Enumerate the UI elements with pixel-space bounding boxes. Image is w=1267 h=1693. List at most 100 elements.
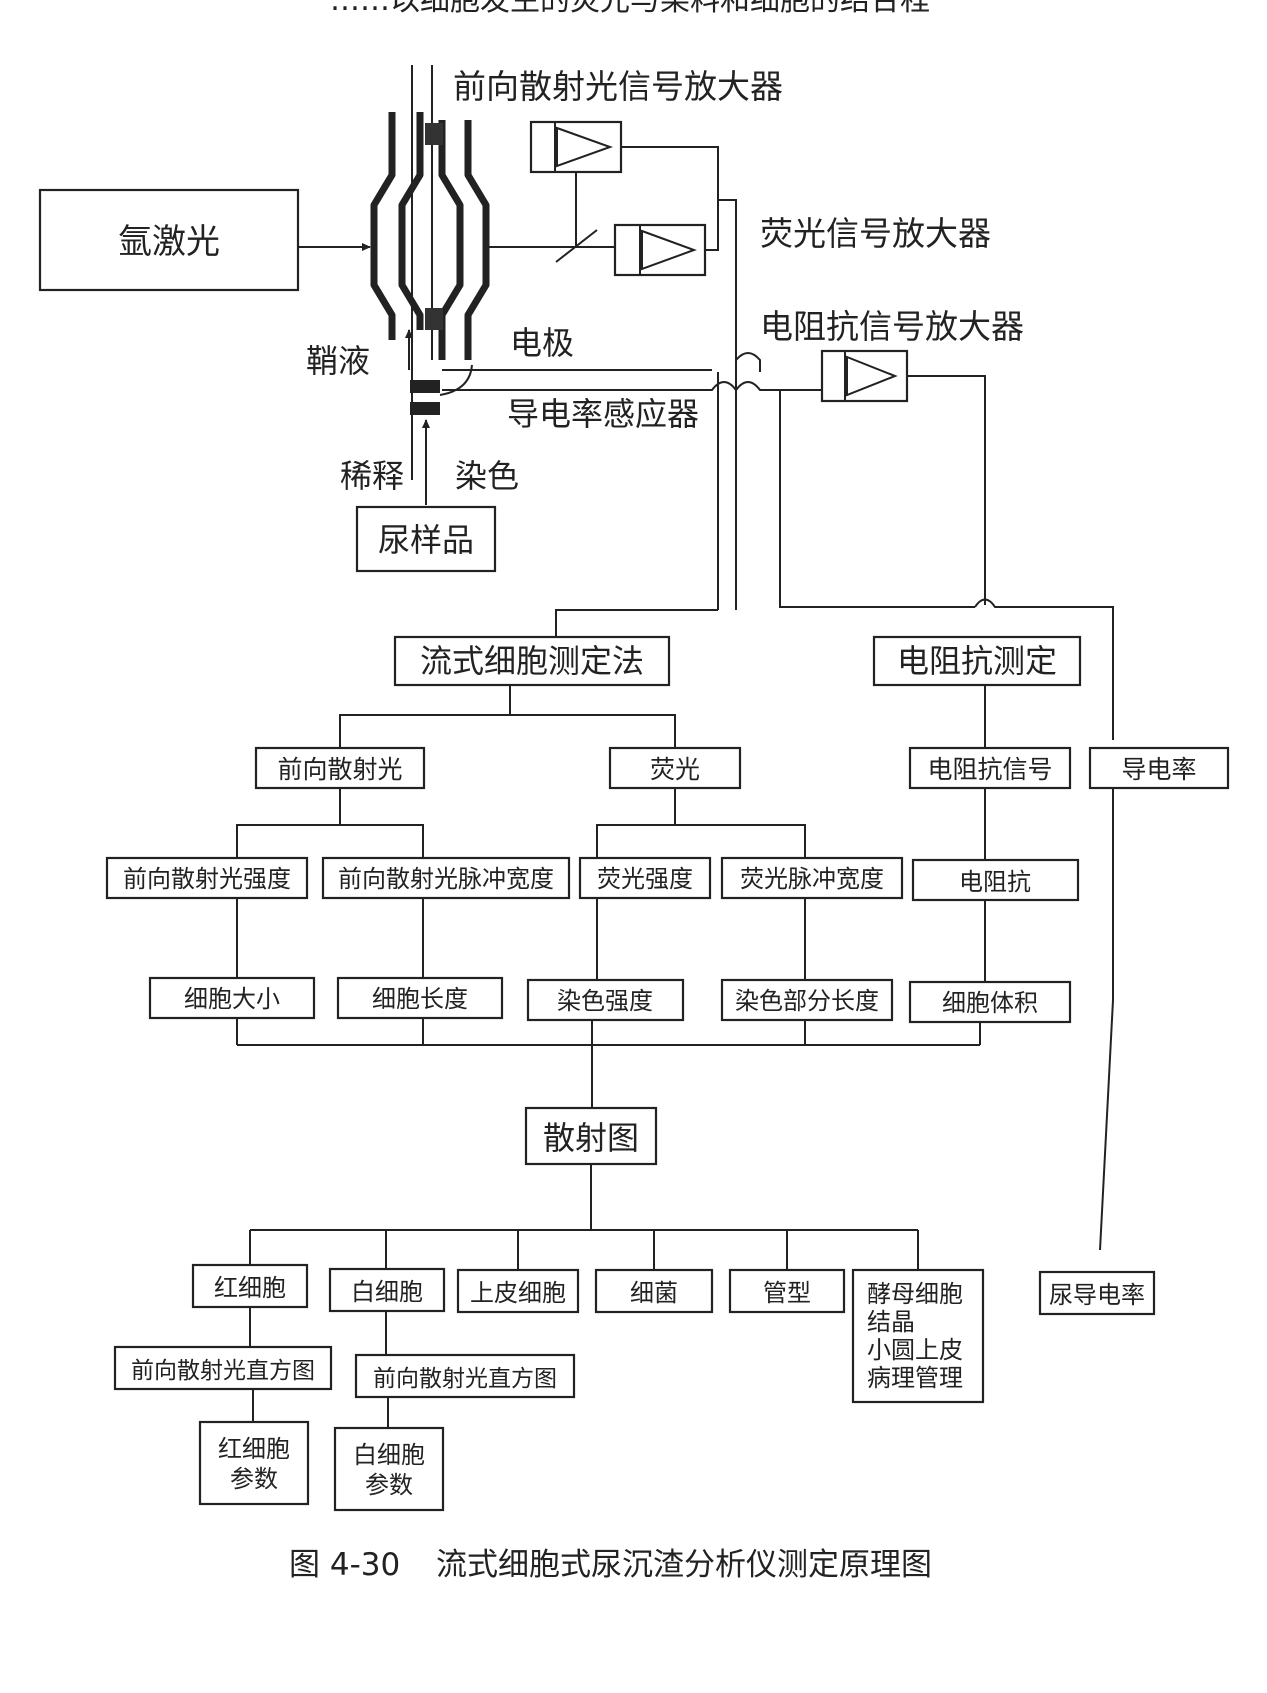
- fl-amplifier-label: 荧光信号放大器: [760, 214, 991, 253]
- urine-conductivity-node: [1038, 1270, 1156, 1316]
- sheath-label: 鞘液: [306, 342, 370, 380]
- electrode-wire: [442, 381, 822, 392]
- conn: [236, 824, 424, 860]
- imp-amplifier: [820, 349, 909, 403]
- flow-cell-inner-left: [398, 112, 424, 330]
- fsc-amplifier-triangle-icon: [556, 126, 613, 168]
- bacteria-label: 细菌: [630, 1279, 678, 1307]
- stain-length-label: 染色部分长度: [735, 987, 879, 1015]
- dilution-label: 稀释: [340, 457, 404, 495]
- header-fragment: ……以细胞发生的荧光与染料和细胞的结合程: [330, 0, 930, 18]
- epithelial-node: [456, 1268, 580, 1314]
- flow-cytometry-label: 流式细胞测定法: [420, 642, 644, 680]
- sample-box: [355, 505, 497, 573]
- conductivity-node: [1088, 746, 1230, 790]
- laser-label: 氩激光: [118, 222, 220, 262]
- cell-volume-label: 细胞体积: [942, 989, 1038, 1017]
- conductivity-wire-b: [974, 598, 1114, 740]
- impedance-measure-label: 电阻抗测定: [897, 642, 1057, 680]
- wbc-node: [328, 1267, 446, 1313]
- flow-cell-inner-right: [438, 120, 464, 360]
- casts-node: [728, 1268, 846, 1314]
- apparatus: 氩激光 尿样品 鞘液 电极 导电率感应器 稀释 染色 前向散射光信号放大器 荧光…: [38, 65, 1114, 740]
- conn: [596, 824, 806, 860]
- rbc-histogram-label: 前向散射光直方图: [131, 1358, 315, 1384]
- sensor-curve: [439, 364, 473, 396]
- fsc-width-label: 前向散射光脉冲宽度: [338, 865, 554, 893]
- conductivity-drop: [1099, 788, 1114, 1251]
- rbc-params-line-1: 红细胞: [218, 1435, 290, 1463]
- fl-intensity-node: [578, 856, 712, 900]
- stain-intensity-node: [526, 978, 685, 1022]
- rbc-histogram-node: [113, 1345, 333, 1391]
- conductivity-sensor-bottom: [410, 402, 440, 415]
- rbc-label: 红细胞: [214, 1274, 286, 1302]
- fsc-label: 前向散射光: [277, 755, 402, 784]
- wbc-label: 白细胞: [351, 1278, 423, 1306]
- rbc-params-node: [198, 1420, 310, 1506]
- stain-length-node: [720, 978, 894, 1022]
- fl-amplifier-triangle-icon: [641, 229, 697, 271]
- conductivity-wire-a: [779, 390, 975, 608]
- wire-hop-1: [735, 352, 761, 372]
- fcm-connector: [555, 609, 718, 645]
- wbc-params-node: [333, 1426, 445, 1512]
- urine-conductivity-label: 尿导电率: [1049, 1281, 1145, 1309]
- impedance-node: [911, 858, 1080, 902]
- electrode-label: 电极: [510, 324, 574, 362]
- impedance-label: 电阻抗: [959, 868, 1031, 896]
- others-node: [851, 1268, 985, 1404]
- staining-label: 染色: [455, 457, 519, 495]
- imp-signal-node: [908, 746, 1072, 790]
- wbc-params-line-2: 参数: [365, 1471, 413, 1499]
- scattergram-label: 散射图: [543, 1119, 639, 1157]
- bacteria-node: [594, 1268, 714, 1314]
- fsc-width-node: [321, 856, 571, 900]
- cell-size-label: 细胞大小: [184, 985, 280, 1013]
- fsc-intensity-label: 前向散射光强度: [123, 865, 291, 893]
- conductivity-sensor-label: 导电率感应器: [507, 395, 699, 433]
- impedance-measure-node: [872, 635, 1082, 687]
- others-line-1: 酵母细胞: [867, 1280, 963, 1308]
- wbc-histogram-label: 前向散射光直方图: [373, 1366, 557, 1392]
- flow-cytometry-node: [393, 635, 671, 687]
- others-line-4: 病理管理: [867, 1364, 963, 1392]
- flow-cell-outer-right: [464, 120, 490, 360]
- conductivity-sensor-top: [410, 380, 440, 393]
- stain-intensity-label: 染色强度: [557, 987, 653, 1015]
- imp-amplifier-triangle-icon: [846, 355, 898, 397]
- fl-width-label: 荧光脉冲宽度: [740, 865, 884, 893]
- conn: [339, 714, 676, 750]
- flowchart: 流式细胞测定法 电阻抗测定 前向散射光 荧光 电阻抗信号 导电率 前向散射光强度…: [105, 635, 1230, 1512]
- figure-number: 图 4-30: [289, 1547, 400, 1583]
- fl-amplifier: [613, 223, 707, 277]
- flow-cell-outer-left: [370, 112, 396, 340]
- electrode-bottom: [425, 308, 443, 330]
- imp-amplifier-label: 电阻抗信号放大器: [760, 307, 1024, 346]
- fsc-intensity-node: [105, 856, 309, 900]
- cell-size-node: [148, 976, 316, 1020]
- imp-signal-label: 电阻抗信号: [927, 755, 1052, 784]
- figure-title: 流式细胞式尿沉渣分析仪测定原理图: [436, 1547, 932, 1583]
- electrode-top: [425, 123, 443, 145]
- wbc-histogram-node: [354, 1353, 576, 1399]
- rbc-params-line-2: 参数: [230, 1465, 278, 1493]
- others-line-3: 小圆上皮: [867, 1336, 963, 1364]
- fsc-output-wire: [621, 146, 719, 200]
- casts-label: 管型: [763, 1279, 811, 1307]
- imp-output-wire: [907, 375, 986, 605]
- conductivity-label: 导电率: [1121, 755, 1196, 784]
- fl-node: [608, 746, 742, 790]
- cell-volume-node: [908, 980, 1072, 1024]
- fl-label: 荧光: [650, 755, 700, 784]
- cell-length-node: [336, 976, 504, 1020]
- others-line-2: 结晶: [867, 1308, 915, 1336]
- fsc-amplifier-label: 前向散射光信号放大器: [453, 67, 783, 106]
- fl-output-wire: [705, 199, 737, 370]
- sample-label: 尿样品: [378, 521, 474, 559]
- wbc-params-line-1: 白细胞: [353, 1441, 425, 1469]
- fl-intensity-label: 荧光强度: [597, 865, 693, 893]
- epithelial-label: 上皮细胞: [470, 1279, 566, 1307]
- fl-width-node: [720, 856, 904, 900]
